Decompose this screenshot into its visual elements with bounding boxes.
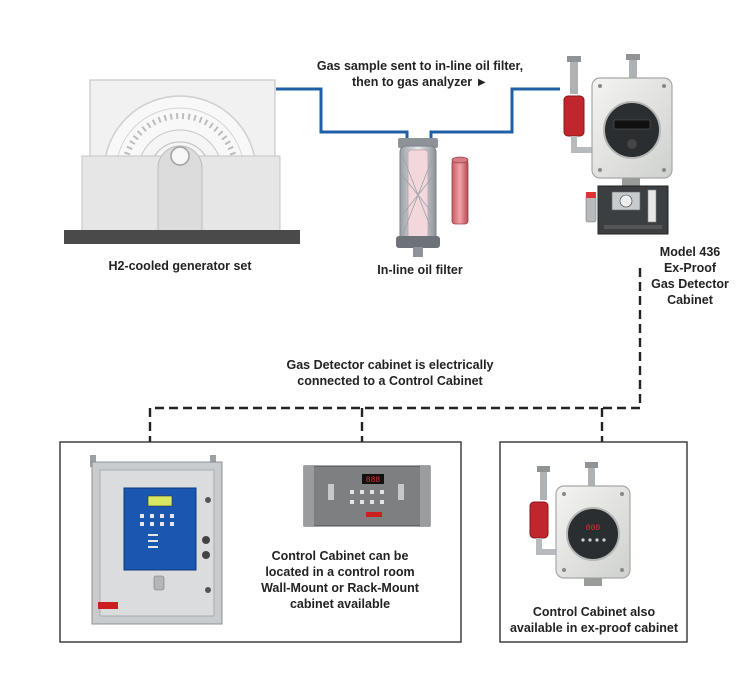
electrical-connection-line (148, 268, 642, 442)
generator-shaft (170, 146, 190, 166)
control-cabinet-line-4: cabinet available (289, 597, 391, 611)
exproof-label-line-2: available in ex-proof cabinet (509, 621, 679, 635)
generator-platform (64, 230, 300, 244)
wall-mount-cabinet (90, 455, 223, 625)
svg-text:000: 000 (586, 524, 601, 533)
generator-set (64, 79, 300, 244)
model-label-line-4: Cabinet (667, 293, 713, 307)
gas-sample-label-line-2: then to gas analyzer ► (351, 75, 489, 89)
gas-sample-label-line-1: Gas sample sent to in-line oil filter, (316, 59, 524, 73)
red-junction-box (563, 95, 585, 137)
gas-detector-cabinet (563, 54, 673, 235)
exproof-option-label: Control Cabinet also available in ex-pro… (505, 604, 683, 636)
control-cabinet-label: Control Cabinet can be located in a cont… (240, 548, 440, 612)
model-label-line-1: Model 436 (659, 245, 721, 259)
model-label-line-2: Ex-Proof (663, 261, 717, 275)
filter-cartridge (451, 159, 469, 225)
generator-label: H2-cooled generator set (108, 259, 252, 273)
oil-filter (396, 138, 469, 257)
exproof-label-line-1: Control Cabinet also (532, 605, 656, 619)
gas-sample-label: Gas sample sent to in-line oil filter, t… (290, 58, 550, 90)
electrical-label-line-2: connected to a Control Cabinet (297, 374, 483, 388)
svg-text:888: 888 (366, 476, 381, 485)
control-cabinet-line-3: Wall-Mount or Rack-Mount (261, 581, 419, 595)
rack-mount-cabinet: 888 (303, 465, 431, 527)
exproof-control-cabinet: 000 (529, 462, 631, 586)
control-cabinet-line-2: located in a control room (265, 565, 415, 579)
electrical-connection-label: Gas Detector cabinet is electrically con… (260, 357, 520, 389)
gas-sample-line-1 (276, 87, 409, 140)
model-label-line-3: Gas Detector (651, 277, 729, 291)
oil-filter-label: In-line oil filter (377, 263, 463, 277)
gas-sample-line-2 (429, 87, 560, 140)
model-436-label: Model 436 Ex-Proof Gas Detector Cabinet (640, 244, 740, 308)
electrical-label-line-1: Gas Detector cabinet is electrically (286, 358, 494, 372)
control-cabinet-line-1: Control Cabinet can be (271, 549, 409, 563)
